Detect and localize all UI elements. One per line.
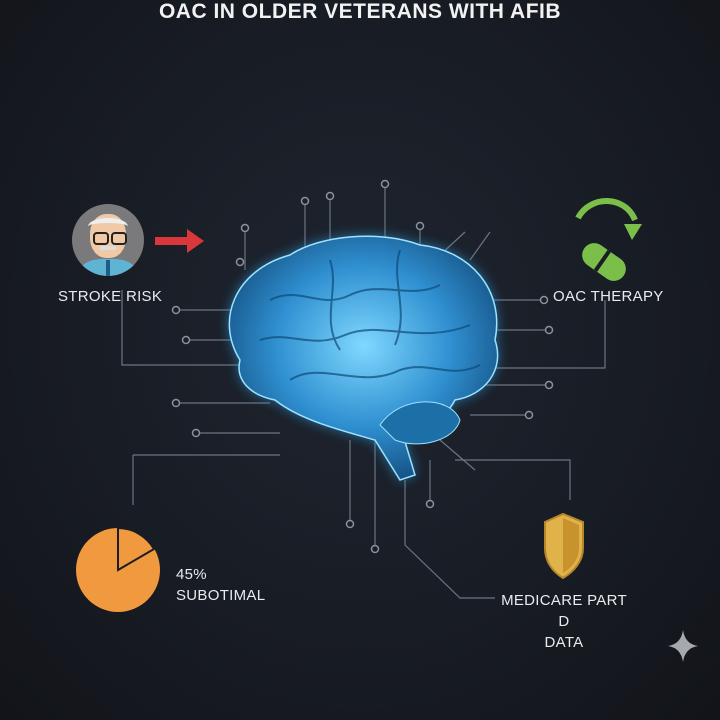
pie-status-label: SUBOTIMAL — [176, 587, 266, 604]
medicare-label-line1: MEDICARE PART D — [501, 592, 627, 630]
infographic-title: OAC IN OLDER VETERANS WITH AFIB — [158, 0, 562, 23]
medicare-label-line2: DATA — [544, 634, 584, 651]
pie-percent-label: 45% — [176, 566, 207, 583]
medicare-label: MEDICARE PART D DATA — [498, 590, 630, 653]
oac-therapy-label: OAC THERAPY — [553, 288, 664, 305]
elderly-man-avatar-icon — [72, 204, 144, 276]
stroke-risk-label: STROKE RISK — [58, 288, 163, 305]
